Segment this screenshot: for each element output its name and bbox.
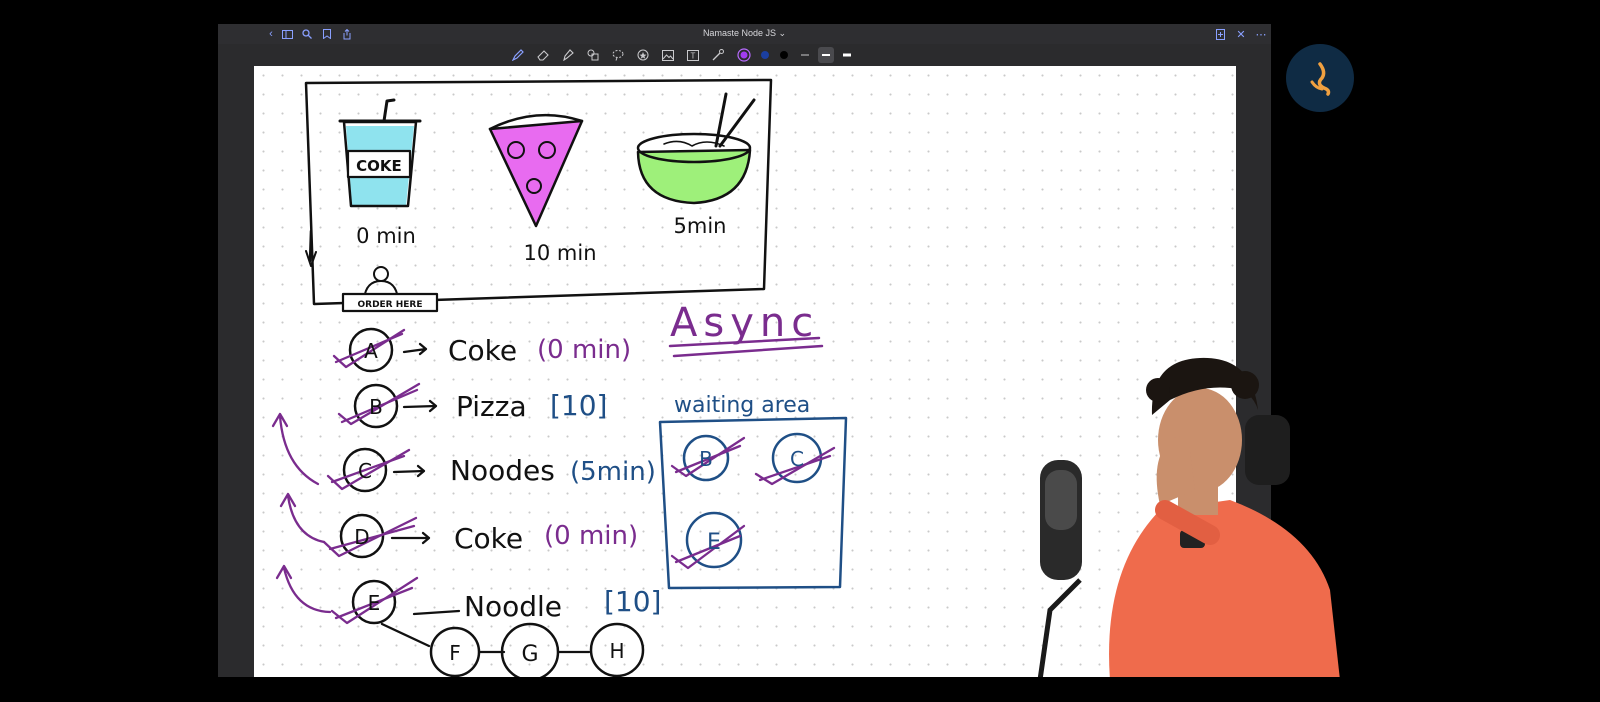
async-heading: Async bbox=[670, 300, 819, 346]
pizza-time-label: 10 min bbox=[524, 241, 597, 265]
bookmark-icon[interactable] bbox=[320, 27, 334, 41]
stroke-medium-button[interactable] bbox=[818, 47, 834, 63]
coke-time-label: 0 min bbox=[356, 224, 416, 248]
color-black-swatch[interactable] bbox=[777, 48, 791, 62]
order-d-item: Coke bbox=[454, 522, 523, 555]
order-e-id: E bbox=[368, 591, 381, 615]
presenter-shirt bbox=[1109, 500, 1340, 677]
microphone-stand bbox=[1037, 578, 1082, 677]
chevron-left-icon[interactable]: ‹ bbox=[269, 28, 273, 40]
text-icon[interactable]: T bbox=[686, 48, 700, 62]
queue-g-id: G bbox=[521, 642, 538, 667]
order-b-circle bbox=[353, 383, 399, 429]
eraser-icon[interactable] bbox=[536, 48, 550, 62]
queue-h-id: H bbox=[609, 639, 624, 663]
search-icon[interactable] bbox=[300, 27, 314, 41]
image-icon[interactable] bbox=[661, 48, 675, 62]
lasso-icon[interactable] bbox=[611, 48, 625, 62]
order-c-id: C bbox=[358, 459, 372, 483]
logo-glyph-icon bbox=[1310, 62, 1331, 96]
waiting-c-id: C bbox=[790, 447, 804, 471]
waiting-area-box bbox=[658, 416, 848, 590]
order-c-item: Noodes bbox=[450, 454, 555, 487]
order-d-circle bbox=[339, 513, 385, 559]
close-icon[interactable]: ✕ bbox=[1236, 28, 1246, 41]
queue-f-id: F bbox=[449, 641, 461, 665]
share-icon[interactable] bbox=[340, 27, 354, 41]
order-e-time: [10] bbox=[604, 585, 661, 618]
order-c-time: (5min) bbox=[570, 457, 656, 487]
coke-label: COKE bbox=[356, 157, 402, 175]
stroke-thick-button[interactable] bbox=[840, 48, 854, 62]
order-a-item: Coke bbox=[448, 334, 517, 367]
chevron-down-icon[interactable]: ⌄ bbox=[778, 28, 787, 38]
document-title-text[interactable]: Namaste Node JS bbox=[702, 28, 776, 38]
sticker-icon[interactable] bbox=[636, 48, 650, 62]
shapes-icon[interactable] bbox=[586, 48, 600, 62]
stroke-thin-button[interactable] bbox=[798, 48, 812, 62]
pen-icon[interactable] bbox=[511, 48, 525, 62]
presenter-video-overlay bbox=[1037, 357, 1340, 677]
chair bbox=[1245, 415, 1290, 485]
noodle-bowl-icon bbox=[636, 148, 752, 205]
order-d-id: D bbox=[354, 525, 369, 549]
order-d-time: (0 min) bbox=[544, 521, 638, 551]
sidebar-icon[interactable] bbox=[280, 27, 294, 41]
more-icon[interactable]: ⋯ bbox=[1255, 28, 1267, 41]
order-b-item: Pizza bbox=[456, 390, 527, 423]
order-here-sign: ORDER HERE bbox=[357, 300, 422, 310]
waiting-b-id: B bbox=[699, 447, 713, 471]
order-b-id: B bbox=[369, 395, 383, 419]
order-a-id: A bbox=[364, 339, 378, 363]
new-page-icon[interactable] bbox=[1213, 27, 1227, 41]
noodle-time-label: 5min bbox=[674, 214, 727, 238]
drawing-toolbar: T bbox=[218, 44, 1271, 66]
order-b-time: [10] bbox=[550, 389, 607, 422]
handwritten-ink: COKE 0 min 10 min 5min ORDER HERE Async … bbox=[271, 78, 848, 677]
color-purple-swatch[interactable] bbox=[737, 48, 751, 62]
channel-logo bbox=[1286, 44, 1354, 112]
laser-icon[interactable] bbox=[711, 48, 725, 62]
svg-text:T: T bbox=[691, 51, 696, 60]
presenter-hair bbox=[1151, 357, 1258, 415]
order-c-circle bbox=[342, 447, 388, 493]
color-blue-swatch[interactable] bbox=[758, 48, 772, 62]
pizza-slice-icon bbox=[488, 119, 584, 228]
highlighter-icon[interactable] bbox=[561, 48, 575, 62]
title-bar: ‹ Namaste Node JS ⌄ ✕ ⋯ bbox=[218, 24, 1271, 45]
order-e-item: Noodle bbox=[464, 590, 562, 623]
order-e-circle bbox=[351, 579, 397, 625]
order-a-circle bbox=[348, 327, 394, 373]
waiting-e-id: E bbox=[707, 530, 721, 555]
waiting-area-label: waiting area bbox=[674, 393, 810, 418]
order-a-time: (0 min) bbox=[537, 335, 631, 365]
document-title: Namaste Node JS ⌄ bbox=[218, 28, 1271, 39]
